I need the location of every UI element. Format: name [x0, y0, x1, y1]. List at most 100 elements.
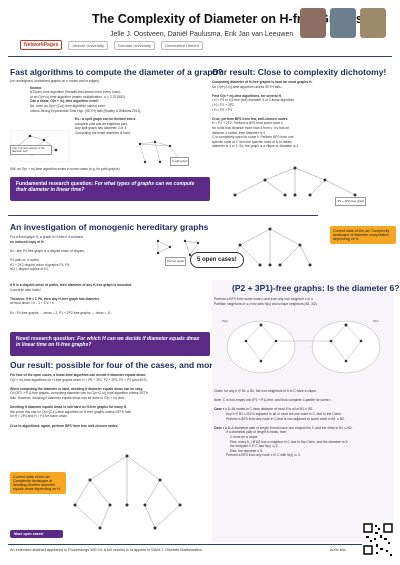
mono-ex: Ex.: any P4-free graph is a disjoint uni…: [10, 248, 85, 253]
diameter-six-panel: [212, 280, 394, 542]
thm-p1b: Converse also holds!: [10, 287, 41, 292]
d6-case2-label: Case r ≥ 2:: [214, 425, 231, 430]
novel-question-box: Novel research question: For which H can…: [10, 332, 210, 356]
fast-algorithms-text: (on unweighted, undirected graphs on n n…: [10, 79, 200, 136]
rt-p2-a: • H = P4 or K3-free (but) diameter 3 or …: [212, 98, 295, 103]
d6-p1: Perform a BFS from some node u and from …: [214, 297, 314, 301]
state-of-art-box-2: Current state-of-the-art: Complexity lan…: [10, 472, 66, 494]
d6-claim: Claim: for any b ∈ B1 ∪ B2, the non-neig…: [214, 389, 317, 393]
p4-free-figure: [156, 239, 200, 257]
pos-p3: We prove this has no O(n^(2-ε))-time alg…: [10, 409, 131, 414]
fig-label-2: A split graph: [170, 157, 190, 166]
pos-p1-bold: For four of the open cases, a linear-tim…: [10, 373, 147, 377]
pos-p2b: fails. However, deciding if diameter equ…: [10, 395, 126, 400]
ex-4: Computing the exact diameter is hard.: [75, 130, 131, 135]
fundamental-question-box: Fundamental research question: For what …: [10, 177, 210, 201]
header-divider: [8, 56, 392, 57]
thm-statement: Theorem: If H = Σ Pti, then any H-free g…: [10, 296, 100, 301]
novel-question-text: For which H can we decide if diameter eq…: [16, 336, 200, 349]
fundamental-question-bold: Fundamental research question:: [16, 181, 94, 187]
d6-case2c: C must be a clique.: [230, 434, 259, 439]
complexity-landscape-figure: [233, 166, 357, 197]
d6-case1: All nodes in C have distance at most 5 t…: [231, 407, 314, 412]
logo-utrecht: Utrecht University: [68, 40, 109, 50]
fig-label-vv: V(v): [373, 319, 379, 323]
monogenic-text: For a fixed graph H, a graph is H-free i…: [10, 235, 180, 272]
d6-case2e: the endpoint c ∈ C has N(c) ⊆ C.: [230, 444, 280, 449]
arxiv-label: arXiv link:: [330, 548, 347, 552]
footer-divider: [8, 544, 392, 545]
d6-p2: Partition neighbors of u,v into sets N(u…: [214, 301, 318, 306]
d6-case2d: Else, every b_i ∉ B2 has a neighbor in C…: [230, 439, 349, 444]
diameter-six-heading: (P2 + 3P1)-free graphs: Is the diameter …: [232, 283, 400, 293]
ex-1: Ex.: A split graph can be divided into a: [75, 117, 136, 122]
poster-title: The Complexity of Diameter on H-free Gra…: [92, 12, 363, 26]
split-graph-figure: [138, 140, 182, 164]
mono-fig-caption: P4-free graph: [165, 257, 187, 266]
monogenic-heading: An investigation of monogenic hereditary…: [10, 222, 209, 232]
ex-3: Any split graph has diameter 2 or 3.: [75, 126, 128, 131]
d6-case1c: Perform a BFS from any node in C that is…: [226, 416, 345, 421]
rt-p8: specific node of C and one specific node…: [212, 139, 292, 144]
known-label: Known:: [30, 85, 43, 90]
diameter-six-cases: Claim: for any b ∈ B1 ∪ B2, the non-neig…: [214, 389, 392, 458]
mono-p3: K1 + 2K2 disjoint union of graphs P4, P4…: [10, 262, 71, 267]
rt-p7: C is completely open for some v. Perform…: [212, 135, 294, 140]
rt-p2-c: • H = P2 + P4: [212, 107, 233, 112]
logo-row: NetworkPages Utrecht University Durham U…: [20, 40, 203, 50]
d6-case1-label: Case r = 1:: [214, 407, 231, 412]
thm-ex: Ex.: P4-free graphs → dmax = 2; P1 + 2P2…: [10, 310, 112, 315]
pos-p2: On (2P2 + P1)-free graphs, computing dia…: [10, 391, 149, 396]
footer-text: An extended abstract appeared in Proceed…: [10, 548, 203, 552]
author-photo-3: [360, 8, 386, 38]
logo-networkpages: NetworkPages: [20, 40, 63, 50]
rt-fig-caption: (P2 + 2P2)-free graph: [335, 197, 367, 206]
open-cases-badge: 5 open cases!: [190, 252, 244, 268]
author-photo-2: [330, 8, 356, 38]
rt-p1: No O(n^(2-ε))-time algorithm unless SETH…: [212, 84, 282, 89]
bfs-figure: [226, 320, 381, 374]
fig-label-1: Only 3 or less vertices of the diameter …: [10, 145, 52, 156]
logo-uu: Universiteit Utrecht: [160, 40, 203, 50]
rt-p1-bold: Computing diameter of H-free graphs is h…: [212, 80, 313, 84]
mono-p4: tK2 = disjoint copies of K2.: [10, 267, 49, 272]
novel-question-bold: Novel research question:: [16, 336, 76, 342]
still-text: Still, an O(n + m)-time algorithm exists…: [10, 167, 121, 171]
d6-case1b: Any b ∈ B1 ∪ B2 is adjacent to all or mo…: [226, 411, 342, 416]
author-photo-1: [300, 8, 326, 38]
thm-p1: If H is a disjoint union of paths, then …: [10, 283, 132, 287]
fast-algorithms-heading: Fast algorithms to compute the diameter …: [10, 67, 223, 77]
fundamental-question-text: For what types of graphs can we compute …: [16, 181, 195, 194]
more-open-cases-box: More open cases!: [10, 530, 63, 538]
mid-divider: [8, 215, 318, 216]
d6-case2b: If a diametral path of length 6 exists, …: [226, 430, 288, 435]
pos-p1: O(n + m)-time algorithms for H-free grap…: [10, 377, 148, 382]
dmax-landscape-figure: [73, 454, 182, 530]
known-2: or an O(n^ω)-time algorithm (matrix mult…: [30, 94, 126, 99]
state-of-art-box-1: Current state-of-the-art: Complexity lan…: [330, 226, 396, 244]
pos-p3-bold: Deciding if diameter equals dmax is stil…: [10, 405, 128, 410]
rt-p9: diameter is 4 or 3. So, the graph is a c…: [212, 144, 300, 149]
fast-subhead: (on unweighted, undirected graphs on n n…: [10, 79, 100, 83]
qr-code-icon[interactable]: [362, 520, 394, 560]
our-result-text: Computing diameter of H-free graphs is h…: [212, 80, 392, 149]
d6-case2g: Perform a BFS from any node c ∈ C with N…: [226, 453, 302, 458]
pos-crux: Crux to algorithms: again, perform BFS f…: [10, 423, 119, 428]
known-1: A O(nm)-time algorithm (breadth-first se…: [30, 90, 122, 95]
fig-label-vu: V(u): [222, 319, 228, 323]
thm-statement-2: at most dmax = k - 1 + Σ ti + ti.: [10, 301, 55, 306]
theorem-text: If H is a disjoint union of paths, then …: [10, 283, 200, 315]
d6-case2f: Else, the diameter ≤ 5.: [230, 448, 263, 453]
rt-p3-bold: Crux: perform BFS from few, well-chosen …: [212, 116, 289, 121]
pos-p2-bold: When computing the diameter is hard, dec…: [10, 386, 144, 391]
ex-2: complete part and an edgeless part.: [75, 121, 128, 126]
possible-text: For four of the open cases, a linear-tim…: [10, 373, 205, 428]
mono-p1b: no induced copy of H.: [10, 239, 45, 244]
mono-p2: P4 path on 4 nodes.: [10, 257, 40, 262]
rt-p4: H = P2 + 2P2: Perform a BFS from some no…: [212, 121, 284, 126]
d6-case2: A diametral path of length 6 must have o…: [231, 425, 353, 430]
rt-p2-b: • H = P1 + 2P2: [212, 102, 234, 107]
question-label: Can a linear, O(n + m), time algorithm e…: [30, 99, 99, 104]
rt-p6: distance 4 nodes, then diameter is 4.: [212, 130, 266, 135]
authors: Jelle J. Oostveen, Daniël Paulusma, Erik…: [110, 31, 294, 38]
